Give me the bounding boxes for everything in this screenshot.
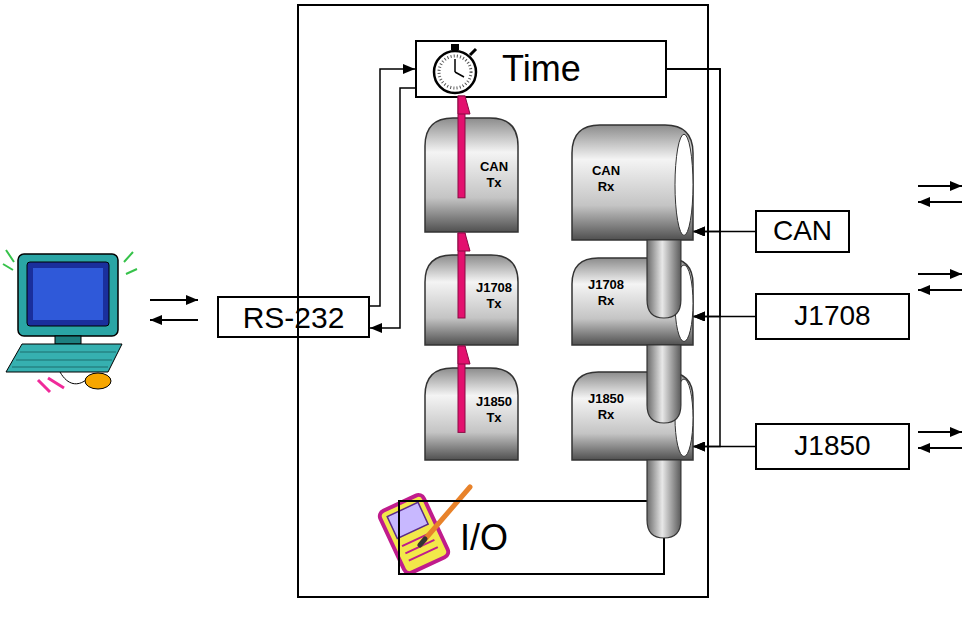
notepad-screen — [387, 502, 428, 538]
mailbox-label-holder: CAN Rx — [584, 163, 628, 196]
mailbox-label-holder: J1708 Tx — [472, 280, 516, 313]
mailbox-label-holder: CAN Tx — [472, 159, 516, 192]
box-label: J1708 — [794, 301, 870, 332]
port-box: RS-232 — [217, 296, 370, 338]
bus-box: J1708 — [755, 293, 910, 340]
mailbox-door — [647, 240, 681, 318]
monitor-screen — [27, 262, 109, 326]
notepad-body — [378, 493, 450, 575]
link-arrow — [150, 299, 198, 301]
computer-spark — [3, 250, 14, 270]
notepad-keys — [402, 533, 438, 561]
bus-arrow — [918, 431, 962, 433]
mailbox-label: J1850 Tx — [472, 394, 516, 427]
mailbox-label: J1850 Rx — [584, 391, 628, 424]
connector — [370, 88, 415, 328]
mailbox-body — [572, 258, 693, 345]
mailbox-door — [647, 460, 681, 538]
mailbox-label: CAN Tx — [472, 159, 516, 192]
mailbox-body — [425, 118, 518, 232]
stopwatch-hand — [454, 59, 456, 72]
monitor-glass — [33, 268, 103, 320]
stopwatch-face — [434, 51, 476, 93]
outgoing-mailbox-art — [425, 255, 518, 345]
box-label: Time — [502, 49, 581, 89]
link-arrow — [150, 319, 198, 321]
computer-icon — [3, 250, 137, 392]
mailbox-body — [425, 368, 518, 460]
computer-spark — [124, 252, 137, 274]
incoming-mailbox-art — [572, 125, 693, 240]
mailbox-label: J1708 Rx — [584, 277, 628, 310]
mailbox-body — [572, 372, 693, 460]
mailbox-label: CAN Rx — [584, 163, 628, 196]
bus-arrow — [918, 447, 962, 449]
monitor-stand — [55, 336, 81, 344]
mailbox-opening — [675, 265, 693, 342]
receive-mailbox: CAN Rx — [572, 125, 693, 240]
stopwatch-button — [470, 49, 476, 55]
box-label: CAN — [773, 216, 832, 247]
keyboard-keys — [12, 352, 116, 367]
monitor-body — [18, 254, 118, 336]
io-box: I/O — [398, 500, 665, 575]
outgoing-mailbox-art — [425, 118, 518, 232]
mailbox-flag — [458, 346, 470, 364]
stopwatch-icon — [434, 44, 476, 93]
mailbox-body — [572, 125, 693, 240]
transmit-mailbox: J1850 Tx — [425, 368, 518, 460]
mailbox-door — [647, 345, 681, 423]
mouse — [85, 373, 111, 389]
mailbox-label-holder: J1850 Tx — [472, 394, 516, 427]
stopwatch-hand — [455, 72, 464, 77]
computer-spark — [38, 378, 64, 392]
box-label: RS-232 — [243, 301, 345, 334]
transmit-mailbox: J1708 Tx — [425, 255, 518, 345]
mailbox-opening — [675, 134, 693, 235]
mailbox-body — [425, 255, 518, 345]
bus-arrow — [918, 273, 962, 275]
mailbox-label-holder: J1850 Rx — [584, 391, 628, 424]
bus-arrow — [918, 289, 962, 291]
controller-housing — [298, 5, 708, 597]
bus-box: J1850 — [755, 423, 910, 470]
mailbox-flag — [458, 96, 470, 114]
mailbox-opening — [675, 379, 693, 456]
box-label: J1850 — [794, 431, 870, 462]
mailbox-flag — [458, 233, 470, 251]
bus-arrow — [918, 185, 962, 187]
bus-box: CAN — [755, 210, 850, 253]
clock-box: Time — [415, 40, 667, 98]
stopwatch-ticks — [439, 56, 471, 88]
keyboard — [6, 344, 122, 372]
mailbox-label: J1708 Tx — [472, 280, 516, 313]
box-label: I/O — [460, 518, 508, 558]
mailbox-label-holder: J1708 Rx — [584, 277, 628, 310]
outgoing-mailbox-art — [425, 368, 518, 460]
transmit-mailbox: CAN Tx — [425, 118, 518, 232]
bus-arrow — [918, 201, 962, 203]
mouse-cord — [60, 372, 86, 384]
connector — [370, 69, 415, 306]
stopwatch-crown — [451, 44, 459, 50]
notepad-icon — [378, 493, 450, 575]
pencil-tip — [420, 539, 425, 545]
